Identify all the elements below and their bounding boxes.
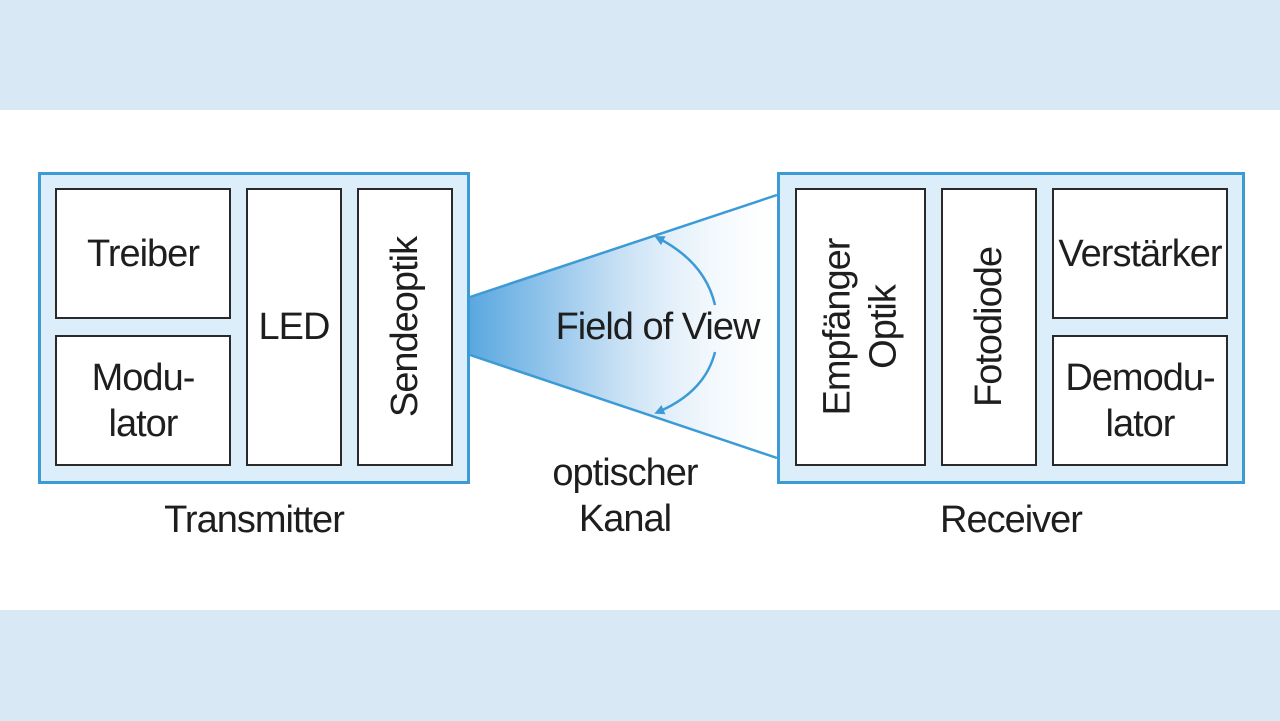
demodulator-label: Demodu- lator — [1065, 356, 1215, 445]
beam-edge-bottom — [469, 353, 778, 460]
sendeoptik-label: Sendeoptik — [384, 236, 426, 418]
verstaerker-label: Verstärker — [1058, 232, 1222, 275]
fov-label: Field of View — [555, 306, 761, 348]
modulator-label: Modu- lator — [91, 356, 196, 445]
treiber-label: Treiber — [87, 232, 200, 275]
fov-arrow-up — [654, 236, 717, 306]
transmitter-title: Transmitter — [164, 499, 345, 541]
led-block: LED — [246, 188, 342, 466]
modulator-block: Modu- lator — [55, 335, 231, 466]
treiber-block: Treiber — [55, 188, 231, 319]
beam-edge-top — [469, 193, 778, 299]
receiver-title: Receiver — [940, 499, 1083, 541]
fotodiode-label: Fotodiode — [968, 246, 1011, 408]
led-label: LED — [258, 306, 331, 348]
empfaenger-optik-block: Empfänger Optik — [795, 188, 926, 466]
beam-cone — [470, 195, 777, 458]
fov-arrow-down — [654, 351, 717, 415]
sendeoptik-block: Sendeoptik — [357, 188, 453, 466]
verstaerker-block: Verstärker — [1052, 188, 1228, 319]
fotodiode-block: Fotodiode — [941, 188, 1037, 466]
empfaenger-optik-label: Empfänger Optik — [816, 238, 905, 416]
demodulator-block: Demodu- lator — [1052, 335, 1228, 466]
channel-label: optischer Kanal — [552, 452, 698, 540]
